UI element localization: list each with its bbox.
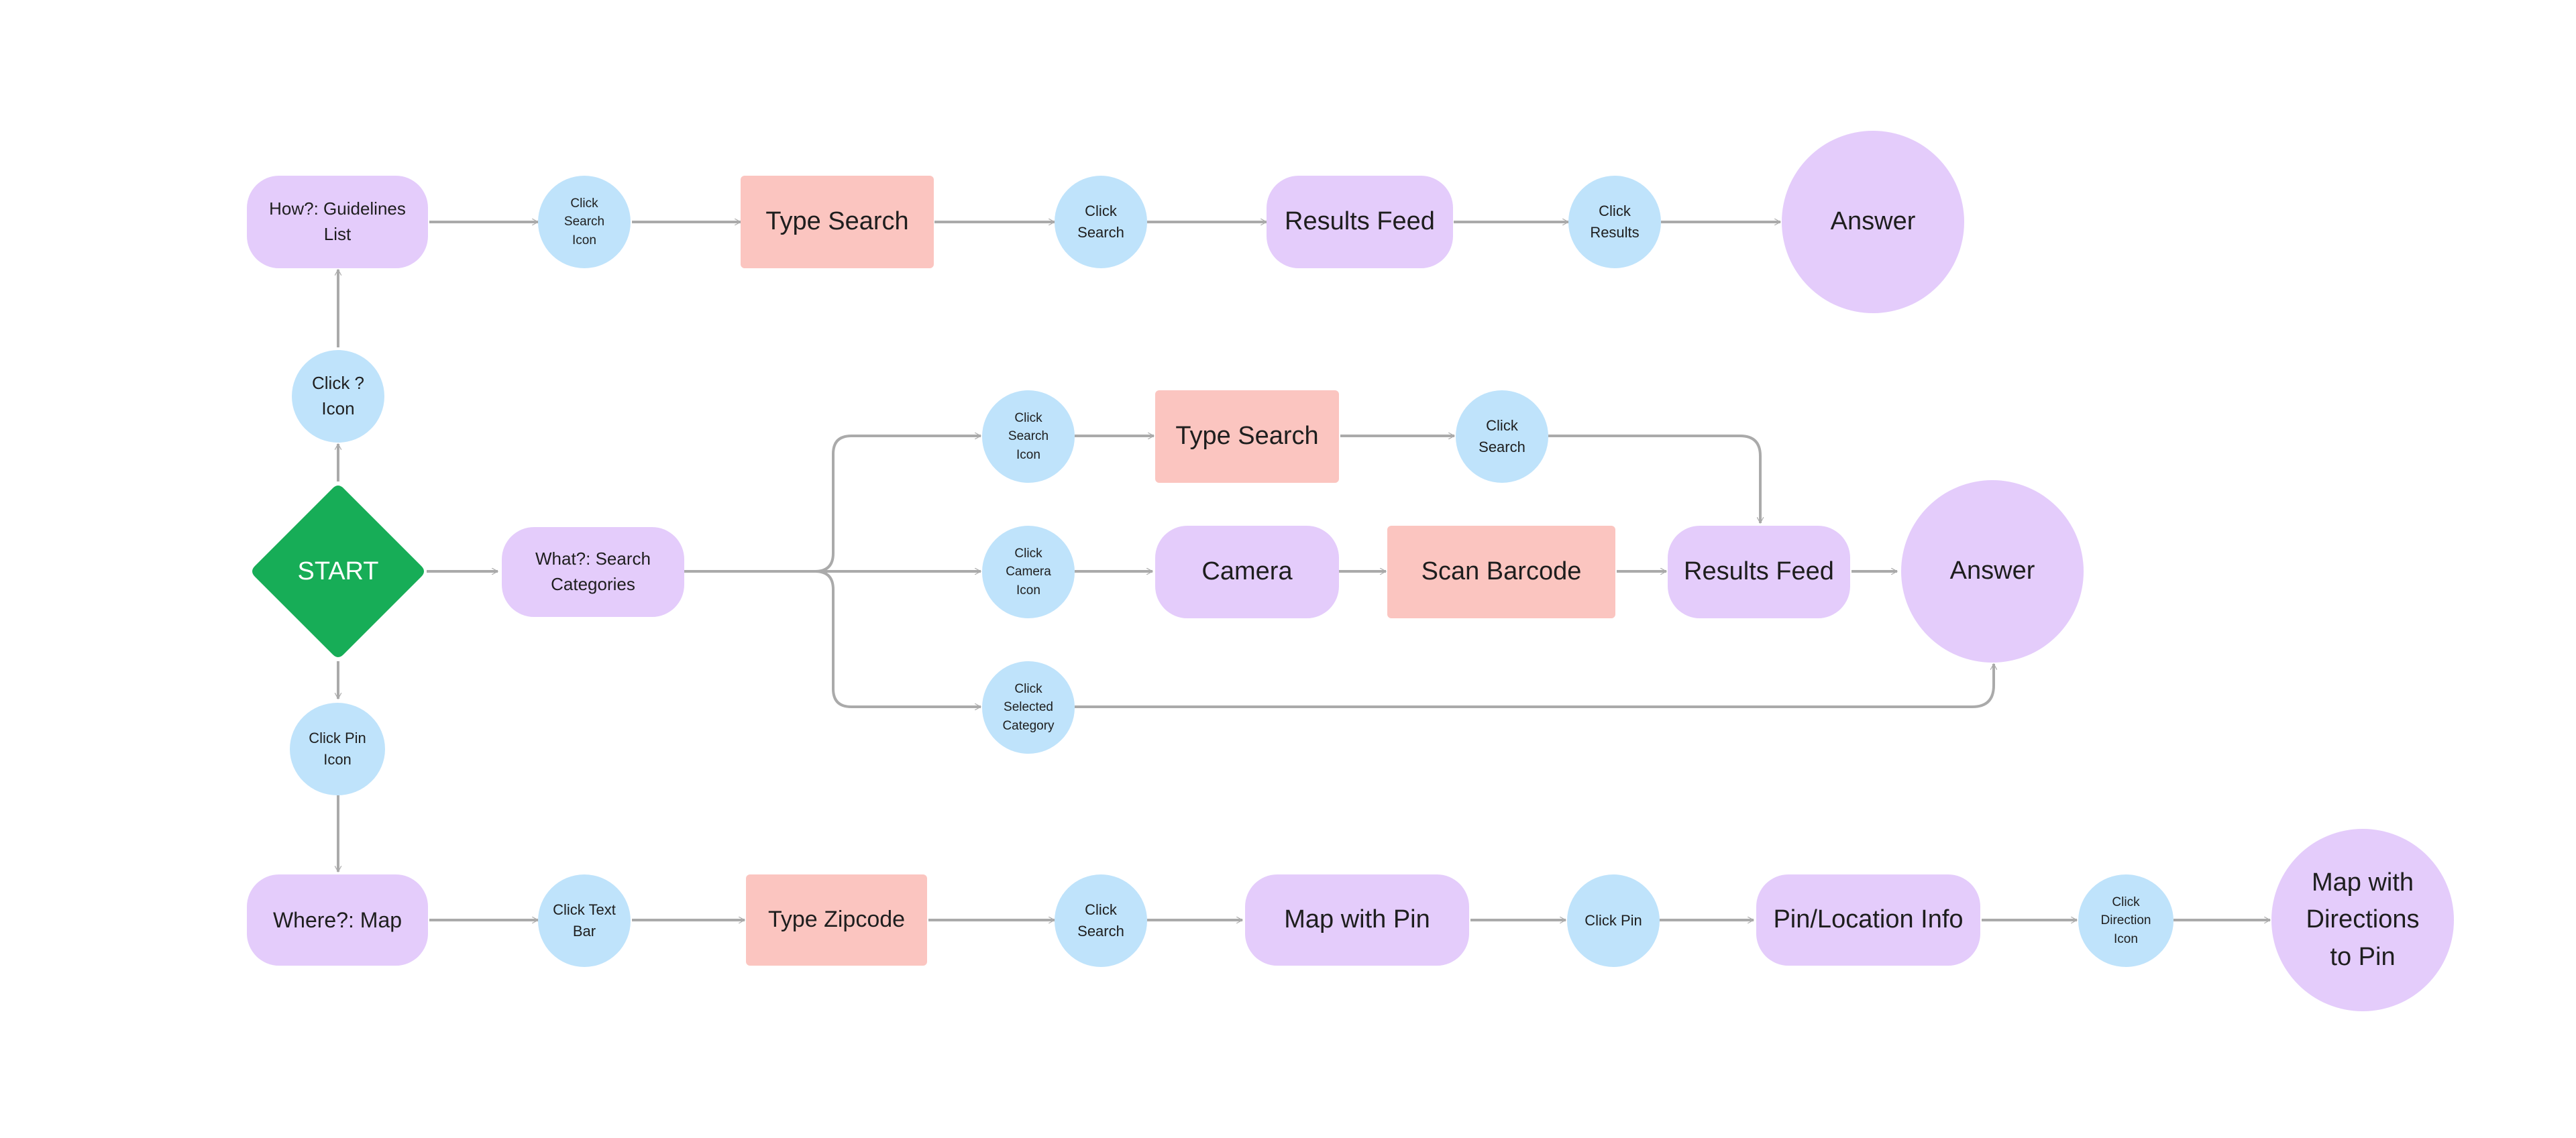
what-search-categories-node[interactable]: What?: Search Categories [502,527,684,617]
click-pin-icon-node[interactable]: Click Pin Icon [290,703,385,795]
click-pin-node[interactable]: Click Pin [1567,874,1660,967]
scan-barcode-node[interactable]: Scan Barcode [1387,526,1615,618]
click-search-node-2[interactable]: Click Search [1456,390,1548,483]
click-selected-category-node[interactable]: Click Selected Category [982,661,1075,754]
map-with-pin-node[interactable]: Map with Pin [1245,874,1469,966]
start-diamond-shape [252,486,424,657]
arrow-click-selected-category-to-answer [1075,664,1994,708]
map-with-directions-to-pin-node[interactable]: Map with Directions to Pin [2271,829,2454,1011]
results-feed-node[interactable]: Results Feed [1267,176,1453,268]
results-feed-node-2[interactable]: Results Feed [1668,526,1850,618]
click-search-icon-node[interactable]: Click Search Icon [538,176,631,268]
arrow-click-search-to-results-feed-2 [1548,435,1760,523]
click-text-bar-node[interactable]: Click Text Bar [538,874,631,967]
click-question-icon-node[interactable]: Click ? Icon [292,350,384,443]
camera-node[interactable]: Camera [1155,526,1339,618]
type-search-node[interactable]: Type Search [741,176,934,268]
start-node[interactable]: START [250,483,427,660]
click-search-node[interactable]: Click Search [1055,176,1147,268]
arrow-what-branch-bottom [814,570,981,707]
how-guidelines-list-node[interactable]: How?: Guidelines List [247,176,428,268]
answer-node-2[interactable]: Answer [1901,480,2084,663]
arrow-what-branch-top [684,436,981,573]
answer-node[interactable]: Answer [1782,131,1964,313]
click-camera-icon-node[interactable]: Click Camera Icon [982,526,1075,618]
type-zipcode-node[interactable]: Type Zipcode [746,874,927,966]
start-label: START [297,557,379,585]
pin-location-info-node[interactable]: Pin/Location Info [1756,874,1980,966]
click-search-icon-node-2[interactable]: Click Search Icon [982,390,1075,483]
where-map-node[interactable]: Where?: Map [247,874,428,966]
type-search-node-2[interactable]: Type Search [1155,390,1339,483]
click-search-node-3[interactable]: Click Search [1055,874,1147,967]
click-results-node[interactable]: Click Results [1568,176,1661,268]
click-direction-icon-node[interactable]: Click Direction Icon [2078,874,2174,967]
